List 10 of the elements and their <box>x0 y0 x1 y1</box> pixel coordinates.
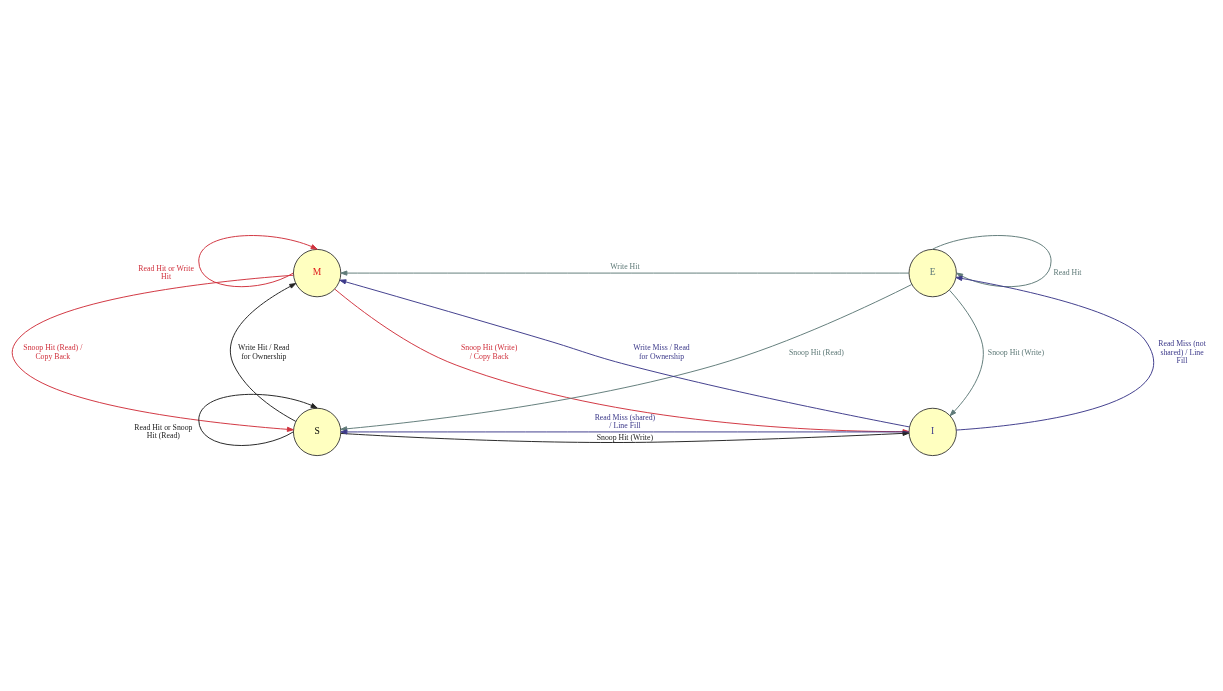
arrow <box>11 274 294 432</box>
arrow <box>955 275 1154 431</box>
arrow <box>340 270 910 276</box>
arrow <box>949 289 984 417</box>
arrow <box>198 393 318 446</box>
arrow <box>198 235 318 288</box>
node-circle: E <box>908 248 957 298</box>
node-circle: S <box>293 407 342 457</box>
node-circle: M <box>293 248 342 298</box>
arrow <box>229 283 297 422</box>
